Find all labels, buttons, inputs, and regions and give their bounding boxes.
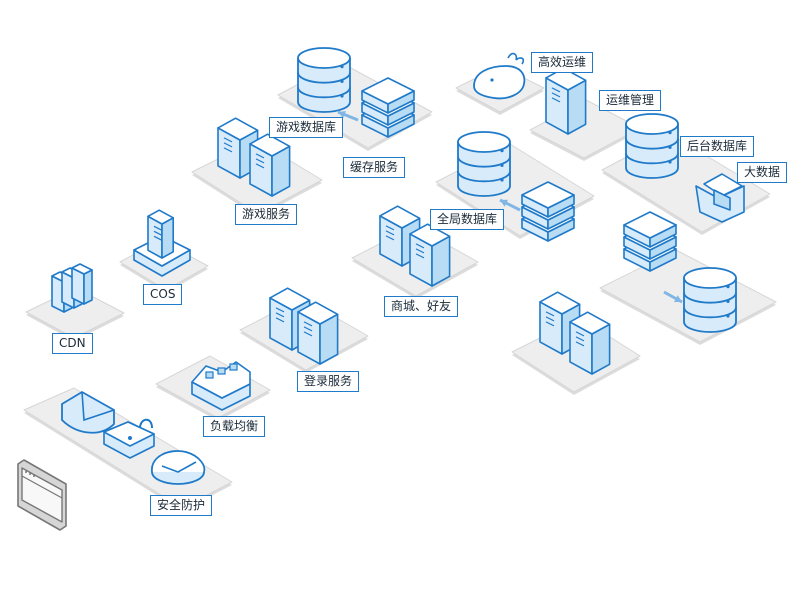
- label-backend-db: 后台数据库: [680, 136, 755, 157]
- label-cdn: CDN: [52, 333, 93, 354]
- whale-icon: [473, 52, 526, 100]
- lock-icon: [103, 418, 155, 459]
- database-icon: [683, 267, 737, 333]
- label-load-balance: 负载均衡: [203, 416, 266, 437]
- server-icon: [409, 223, 451, 287]
- arrow-icon: [499, 198, 521, 212]
- server-icon: [147, 209, 174, 259]
- shield-icon: [61, 390, 115, 434]
- cache-stack-icon: [361, 77, 415, 138]
- radar-icon: [151, 450, 206, 485]
- big-data-icon: [695, 173, 745, 223]
- load-balancer-icon: [191, 361, 251, 411]
- arrow-icon: [663, 290, 683, 304]
- cache-stack-icon: [623, 211, 677, 272]
- label-efficient-ops: 高效运维: [531, 52, 594, 73]
- label-cache-service: 缓存服务: [343, 157, 406, 178]
- server-icon: [569, 311, 611, 375]
- server-icon: [297, 301, 339, 365]
- arrow-icon: [337, 110, 359, 122]
- label-global-db: 全局数据库: [430, 209, 505, 230]
- browser-window-icon: [17, 459, 67, 531]
- label-security: 安全防护: [150, 495, 213, 516]
- database-icon: [297, 47, 351, 113]
- label-cos: COS: [143, 284, 183, 305]
- label-ops-mgmt: 运维管理: [599, 90, 662, 111]
- database-icon: [625, 113, 679, 179]
- database-icon: [457, 131, 511, 197]
- book-stack-icon: [51, 263, 93, 313]
- label-login-service: 登录服务: [297, 371, 360, 392]
- cache-stack-icon: [521, 181, 575, 242]
- server-icon: [249, 133, 291, 197]
- label-big-data: 大数据: [737, 162, 788, 183]
- label-game-service: 游戏服务: [235, 204, 298, 225]
- label-game-db: 游戏数据库: [269, 117, 344, 138]
- label-mall-friends: 商城、好友: [384, 296, 459, 317]
- server-icon: [545, 67, 587, 135]
